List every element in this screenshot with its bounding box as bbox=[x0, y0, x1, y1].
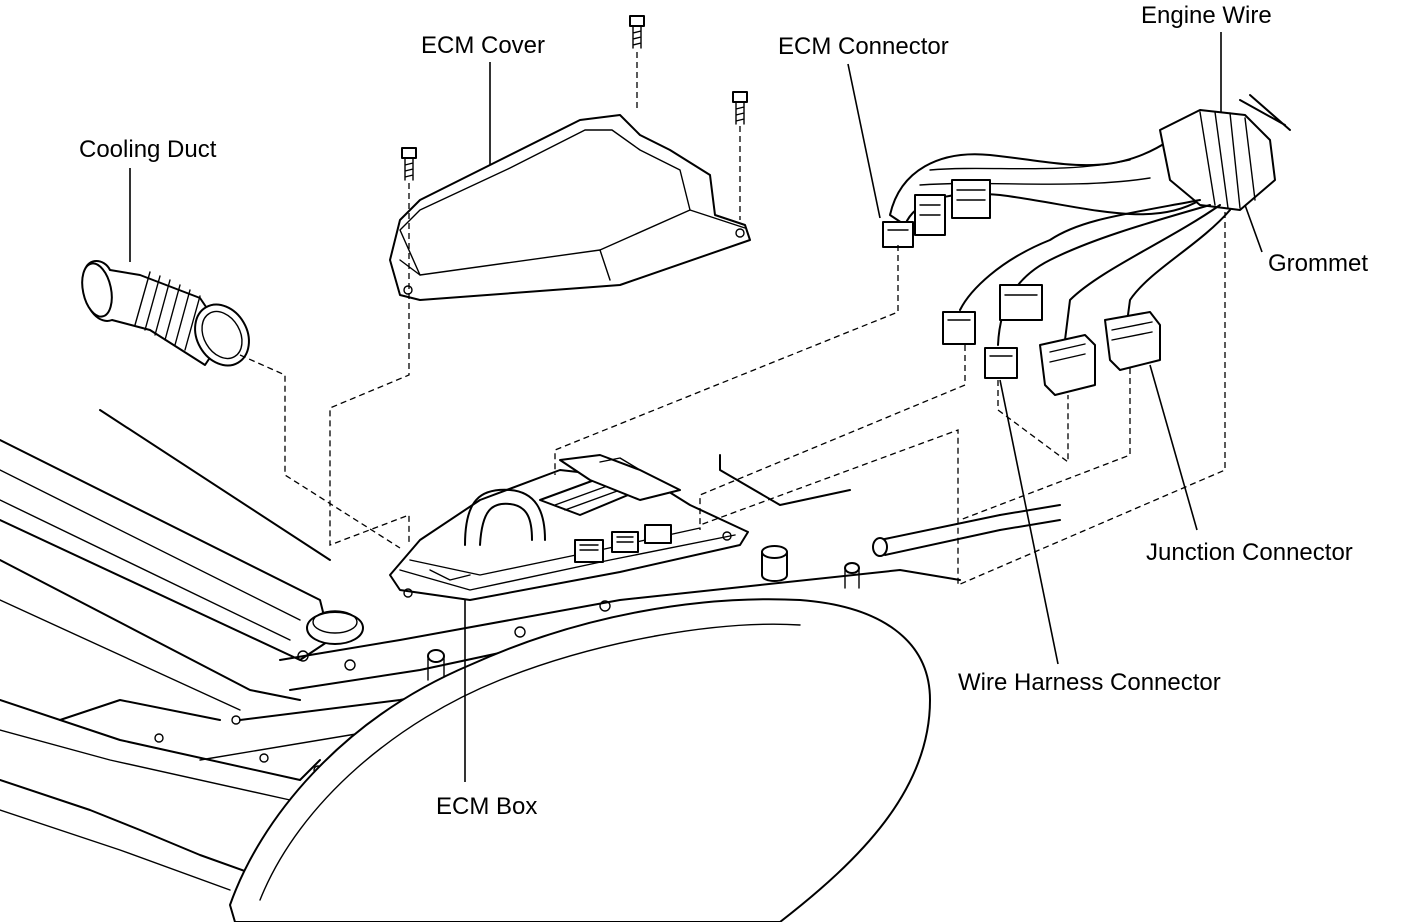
engine-bay-structure bbox=[0, 409, 1061, 922]
leader-ecm-connector bbox=[847, 63, 881, 219]
alignment-lines bbox=[239, 52, 1226, 586]
leader-wire-harness-connector bbox=[999, 379, 1059, 665]
leader-junction-connector bbox=[1149, 364, 1198, 531]
leader-grommet bbox=[1244, 204, 1263, 253]
label-ecm-box: ECM Box bbox=[436, 793, 537, 820]
bolt-icon bbox=[629, 15, 645, 49]
labels: Engine Wire ECM Cover ECM Connector Cool… bbox=[79, 2, 1368, 820]
label-wire-harness-connector: Wire Harness Connector bbox=[958, 669, 1221, 696]
label-cooling-duct: Cooling Duct bbox=[79, 136, 217, 163]
label-ecm-cover: ECM Cover bbox=[421, 32, 545, 59]
bolts bbox=[401, 15, 748, 181]
engine-wire-harness bbox=[882, 94, 1291, 396]
label-engine-wire: Engine Wire bbox=[1141, 2, 1272, 29]
label-junction-connector: Junction Connector bbox=[1146, 539, 1353, 566]
cooling-duct bbox=[81, 260, 250, 367]
bolt-icon bbox=[732, 91, 748, 125]
ecm-box bbox=[389, 454, 749, 601]
label-ecm-connector: ECM Connector bbox=[778, 33, 949, 60]
leader-lines bbox=[129, 32, 1263, 782]
bolt-icon bbox=[401, 147, 417, 181]
ecm-cover bbox=[389, 114, 751, 301]
label-grommet: Grommet bbox=[1268, 250, 1368, 277]
